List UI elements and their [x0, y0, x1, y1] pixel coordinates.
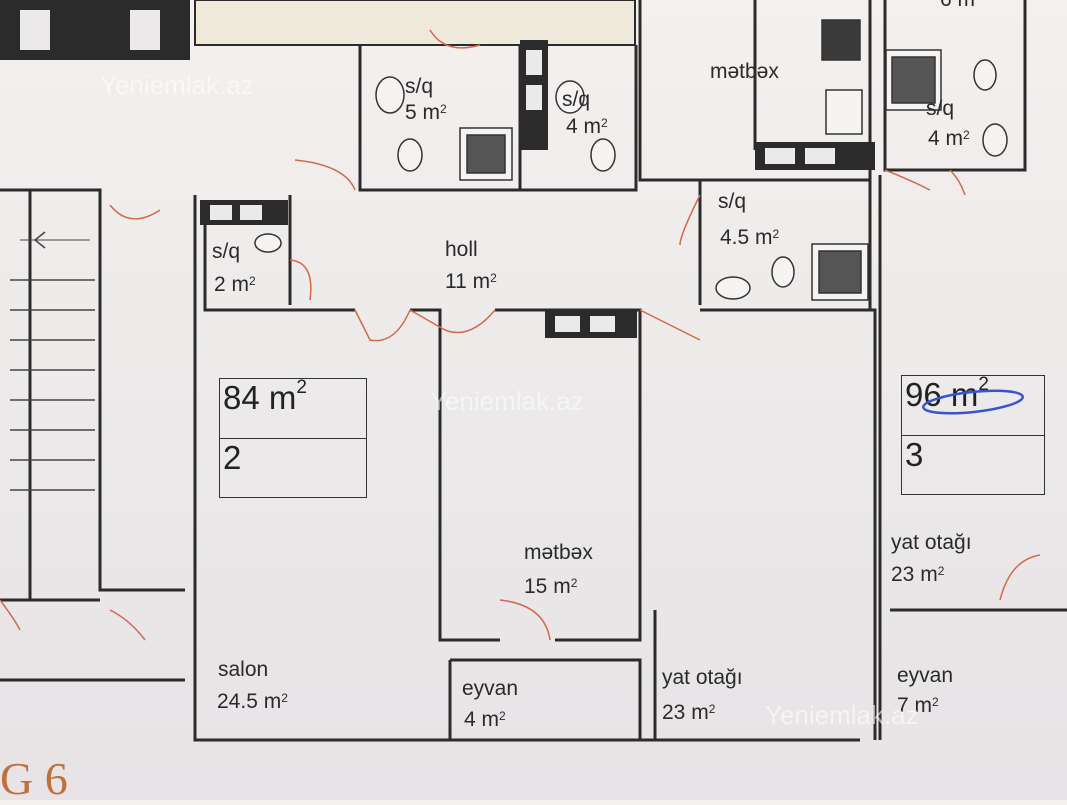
- area-value: 5 m: [405, 101, 441, 124]
- room-salon-name: salon: [218, 658, 269, 681]
- area-value: 7 m: [897, 694, 933, 717]
- area-value: 2 m: [214, 273, 250, 296]
- room-hall-name: holl: [445, 238, 478, 261]
- apartment-summary-96: 96 m2 3: [901, 374, 1045, 495]
- area-value: 4.5 m: [720, 226, 773, 249]
- room-bath-4-left-area: 4 m2: [566, 115, 608, 139]
- room-bath-45-name: s/q: [718, 190, 747, 213]
- room-bath-4-right-area: 4 m2: [928, 127, 970, 151]
- apartment-area-exponent: 2: [978, 374, 989, 395]
- fixtures: [254, 19, 1008, 301]
- room-balcony-4-name: eyvan: [462, 677, 519, 700]
- room-bedroom-23-name: yat otağı: [662, 666, 743, 689]
- room-bath-45-area: 4.5 m2: [720, 226, 779, 250]
- room-balcony-right-name: eyvan: [897, 664, 954, 687]
- room-balcony-4-area: 4 m2: [464, 708, 506, 732]
- room-balcony-right-area: 7 m2: [897, 694, 939, 718]
- windows: [0, 0, 875, 338]
- room-bath-2-area: 2 m2: [214, 273, 256, 297]
- area-exponent: 2: [963, 128, 970, 142]
- area-exponent: 2: [440, 102, 447, 116]
- watermark-center: Yeniemlak.az: [430, 386, 584, 416]
- area-exponent: 2: [601, 116, 608, 130]
- apartment-area: 84 m2: [220, 377, 366, 438]
- area-value: 15 m: [524, 575, 571, 598]
- apartment-summary-84: 84 m2 2: [219, 377, 367, 498]
- door-swings: [0, 29, 1041, 641]
- room-bath-5-area: 5 m2: [405, 101, 447, 125]
- watermark-bottom: Yeniemlak.az: [765, 700, 919, 730]
- room-bath-2-name: s/q: [212, 240, 241, 263]
- room-bath-4-right-name: s/q: [926, 97, 955, 120]
- room-bath-5-name: s/q: [405, 75, 434, 98]
- apartment-area: 96 m2: [902, 374, 1044, 435]
- area-value: 24.5 m: [217, 690, 282, 713]
- room-bedroom-23-area: 23 m2: [662, 701, 715, 725]
- room-salon-area: 24.5 m2: [217, 690, 288, 714]
- room-hall-area: 11 m2: [445, 270, 497, 294]
- watermark-top: Yeniemlak.az: [100, 70, 254, 100]
- apartment-area-value: 96 m: [905, 376, 979, 413]
- area-exponent: 2: [499, 709, 506, 723]
- area-value: 4 m: [566, 115, 602, 138]
- area-value: 4 m: [464, 708, 500, 731]
- area-exponent: 2: [570, 576, 578, 590]
- area-value: 23 m: [891, 563, 938, 586]
- apartment-room-count: 3: [902, 435, 1044, 494]
- stair-treads: [10, 231, 95, 491]
- room-kitchen-15-area: 15 m2: [524, 575, 577, 599]
- area-exponent: 2: [937, 564, 945, 578]
- floor-number-text: G 6: [0, 753, 68, 804]
- room-kitchen-15-name: mətbəx: [524, 541, 593, 564]
- area-value: 11 m: [445, 270, 491, 293]
- area-exponent: 2: [249, 274, 256, 288]
- area-exponent: 2: [490, 271, 497, 285]
- room-bedroom-23-right-area: 23 m2: [891, 563, 944, 587]
- area-exponent: 2: [932, 695, 939, 709]
- pen-scribble-mark: [922, 389, 1024, 415]
- apartment-area-value: 84 m: [223, 379, 297, 416]
- area-exponent: 2: [708, 702, 716, 716]
- area-value: 4 m: [928, 127, 964, 150]
- apartment-area-exponent: 2: [296, 377, 307, 398]
- area-exponent: 2: [281, 691, 288, 705]
- area-exponent: 2: [772, 227, 780, 241]
- room-top-right-partial-area: 6 m: [940, 0, 975, 12]
- room-bath-4-left-name: s/q: [562, 88, 591, 111]
- area-value: 23 m: [662, 701, 709, 724]
- room-kitchen-top-name: mətbəx: [710, 60, 779, 83]
- room-bedroom-23-right-name: yat otağı: [891, 531, 972, 554]
- apartment-room-count: 2: [220, 438, 366, 497]
